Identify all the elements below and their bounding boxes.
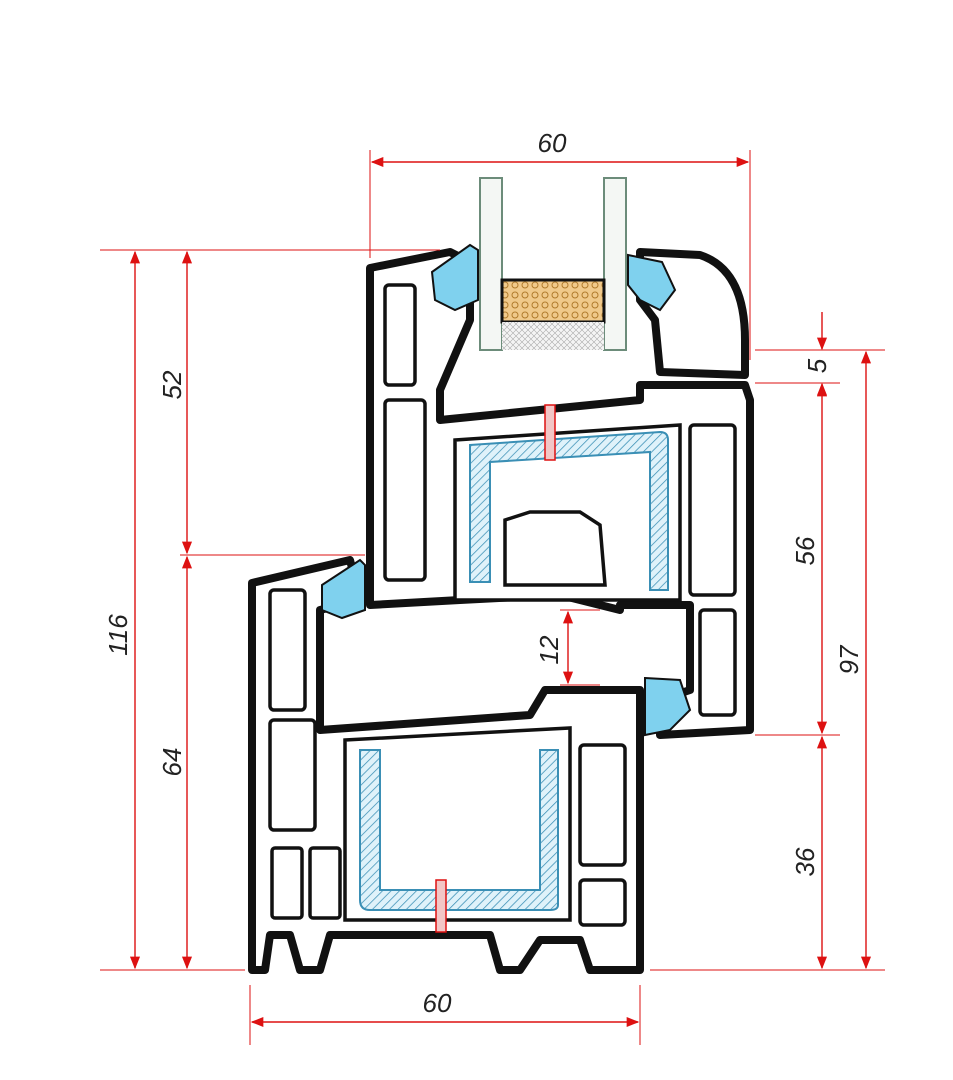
sash-chamber [688,423,737,597]
frame-profile [248,556,644,974]
dimension-lines [100,150,885,1045]
sash-chamber [383,398,427,582]
gasket-frame-outer [321,558,366,620]
frame-steel-reinforcement [359,749,559,911]
dim-label-frame-lower: 64 [157,748,187,777]
gasket-outer-glass [430,243,479,312]
frame-chamber [270,846,304,920]
sealant-layer [502,322,604,350]
dim-label-frame-width: 60 [423,988,452,1018]
dim-label-sash-width: 60 [538,128,567,158]
gasket-inner-glass [627,253,677,312]
dim-label-total-height: 116 [103,614,133,656]
gasket-frame-inner [644,676,692,737]
glass-pane-left [479,177,503,351]
dim-label-sash-upper: 52 [157,370,187,399]
dim-label-sash-height: 56 [790,536,820,565]
glazing-unit [479,177,627,351]
dim-label-right-total: 97 [834,644,864,674]
glass-pane-right [603,177,627,351]
dimension-labels: 60 60 116 52 64 5 56 12 97 36 [103,128,864,1018]
frame-chamber [578,878,627,927]
frame-chamber [578,743,627,867]
sash-profile [366,248,754,739]
sash-chamber [698,608,737,717]
sash-chamber [383,283,417,387]
screw-plug-frame [435,879,447,933]
dim-label-overlap: 12 [534,635,564,664]
frame-chamber [268,588,307,712]
frame-chamber [268,718,317,832]
dim-label-right-lower: 36 [790,847,820,876]
sash-inner-web [503,510,607,587]
frame-chamber [343,726,572,922]
gaskets [321,243,692,933]
sash-steel-reinforcement [469,430,669,591]
frame-chamber [308,846,342,920]
screw-plug-sash [544,404,556,461]
dim-label-glass-offset: 5 [802,358,832,373]
spacer-bar [500,278,606,324]
